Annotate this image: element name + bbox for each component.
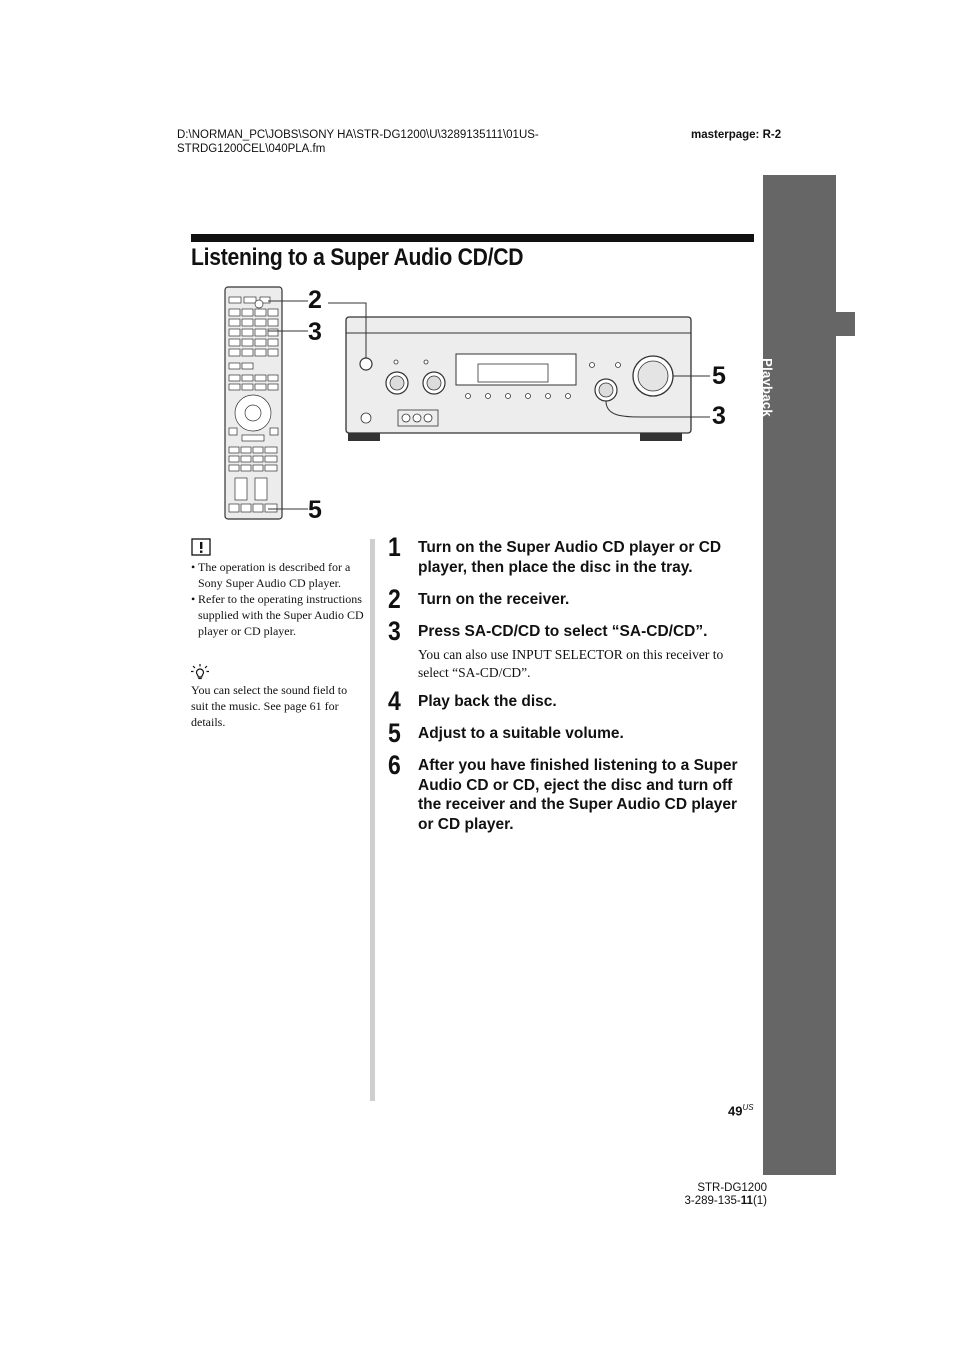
caution-icon: [191, 538, 211, 556]
step-number: 6: [388, 750, 401, 780]
tip-lightbulb-icon: [191, 664, 209, 680]
callout-2-remote: 2: [308, 286, 322, 314]
step-title: Adjust to a suitable volume.: [418, 725, 624, 742]
note-item: The operation is described for a Sony Su…: [191, 559, 366, 591]
notes-list: The operation is described for a Sony Su…: [191, 559, 366, 639]
footer-model-code: STR-DG1200 3-289-135-11(1): [684, 1182, 768, 1207]
side-tab-marker: [836, 312, 855, 336]
callout-3-receiver: 3: [712, 402, 726, 430]
illustration: [224, 286, 710, 520]
page-title: Listening to a Super Audio CD/CD: [191, 244, 524, 271]
page-number: 49US: [728, 1103, 754, 1119]
step-title: Play back the disc.: [418, 693, 557, 710]
callout-3-remote: 3: [308, 318, 322, 346]
callout-5-receiver: 5: [712, 362, 726, 390]
callout-5-remote: 5: [308, 496, 322, 524]
step-title: Turn on the receiver.: [418, 591, 570, 608]
header-masterpage: masterpage: R-2: [691, 129, 782, 141]
callout-leader-lines: [268, 300, 710, 510]
receiver-illustration: [345, 316, 692, 441]
title-rule: [191, 234, 754, 242]
remote-control-illustration: [224, 286, 283, 520]
step-title: Turn on the Super Audio CD player or CD …: [418, 539, 722, 576]
step-title: Press SA-CD/CD to select “SA-CD/CD”.: [418, 623, 708, 640]
column-divider: [370, 539, 375, 1101]
header-file-path: D:\NORMAN_PC\JOBS\SONY HA\STR-DG1200\U\3…: [177, 129, 539, 155]
step-number: 4: [388, 686, 401, 716]
step-number: 1: [388, 532, 401, 562]
step-body: You can also use INPUT SELECTOR on this …: [418, 647, 724, 680]
tip-text: You can select the sound field to suit t…: [191, 683, 348, 729]
step-title: After you have finished listening to a S…: [418, 757, 738, 833]
side-tab-label: Playback: [759, 358, 775, 417]
section-side-tab: [763, 175, 836, 1175]
note-item: Refer to the operating instructions supp…: [191, 591, 366, 639]
step-number: 3: [388, 616, 401, 646]
step-number: 2: [388, 584, 401, 614]
step-number: 5: [388, 718, 401, 748]
